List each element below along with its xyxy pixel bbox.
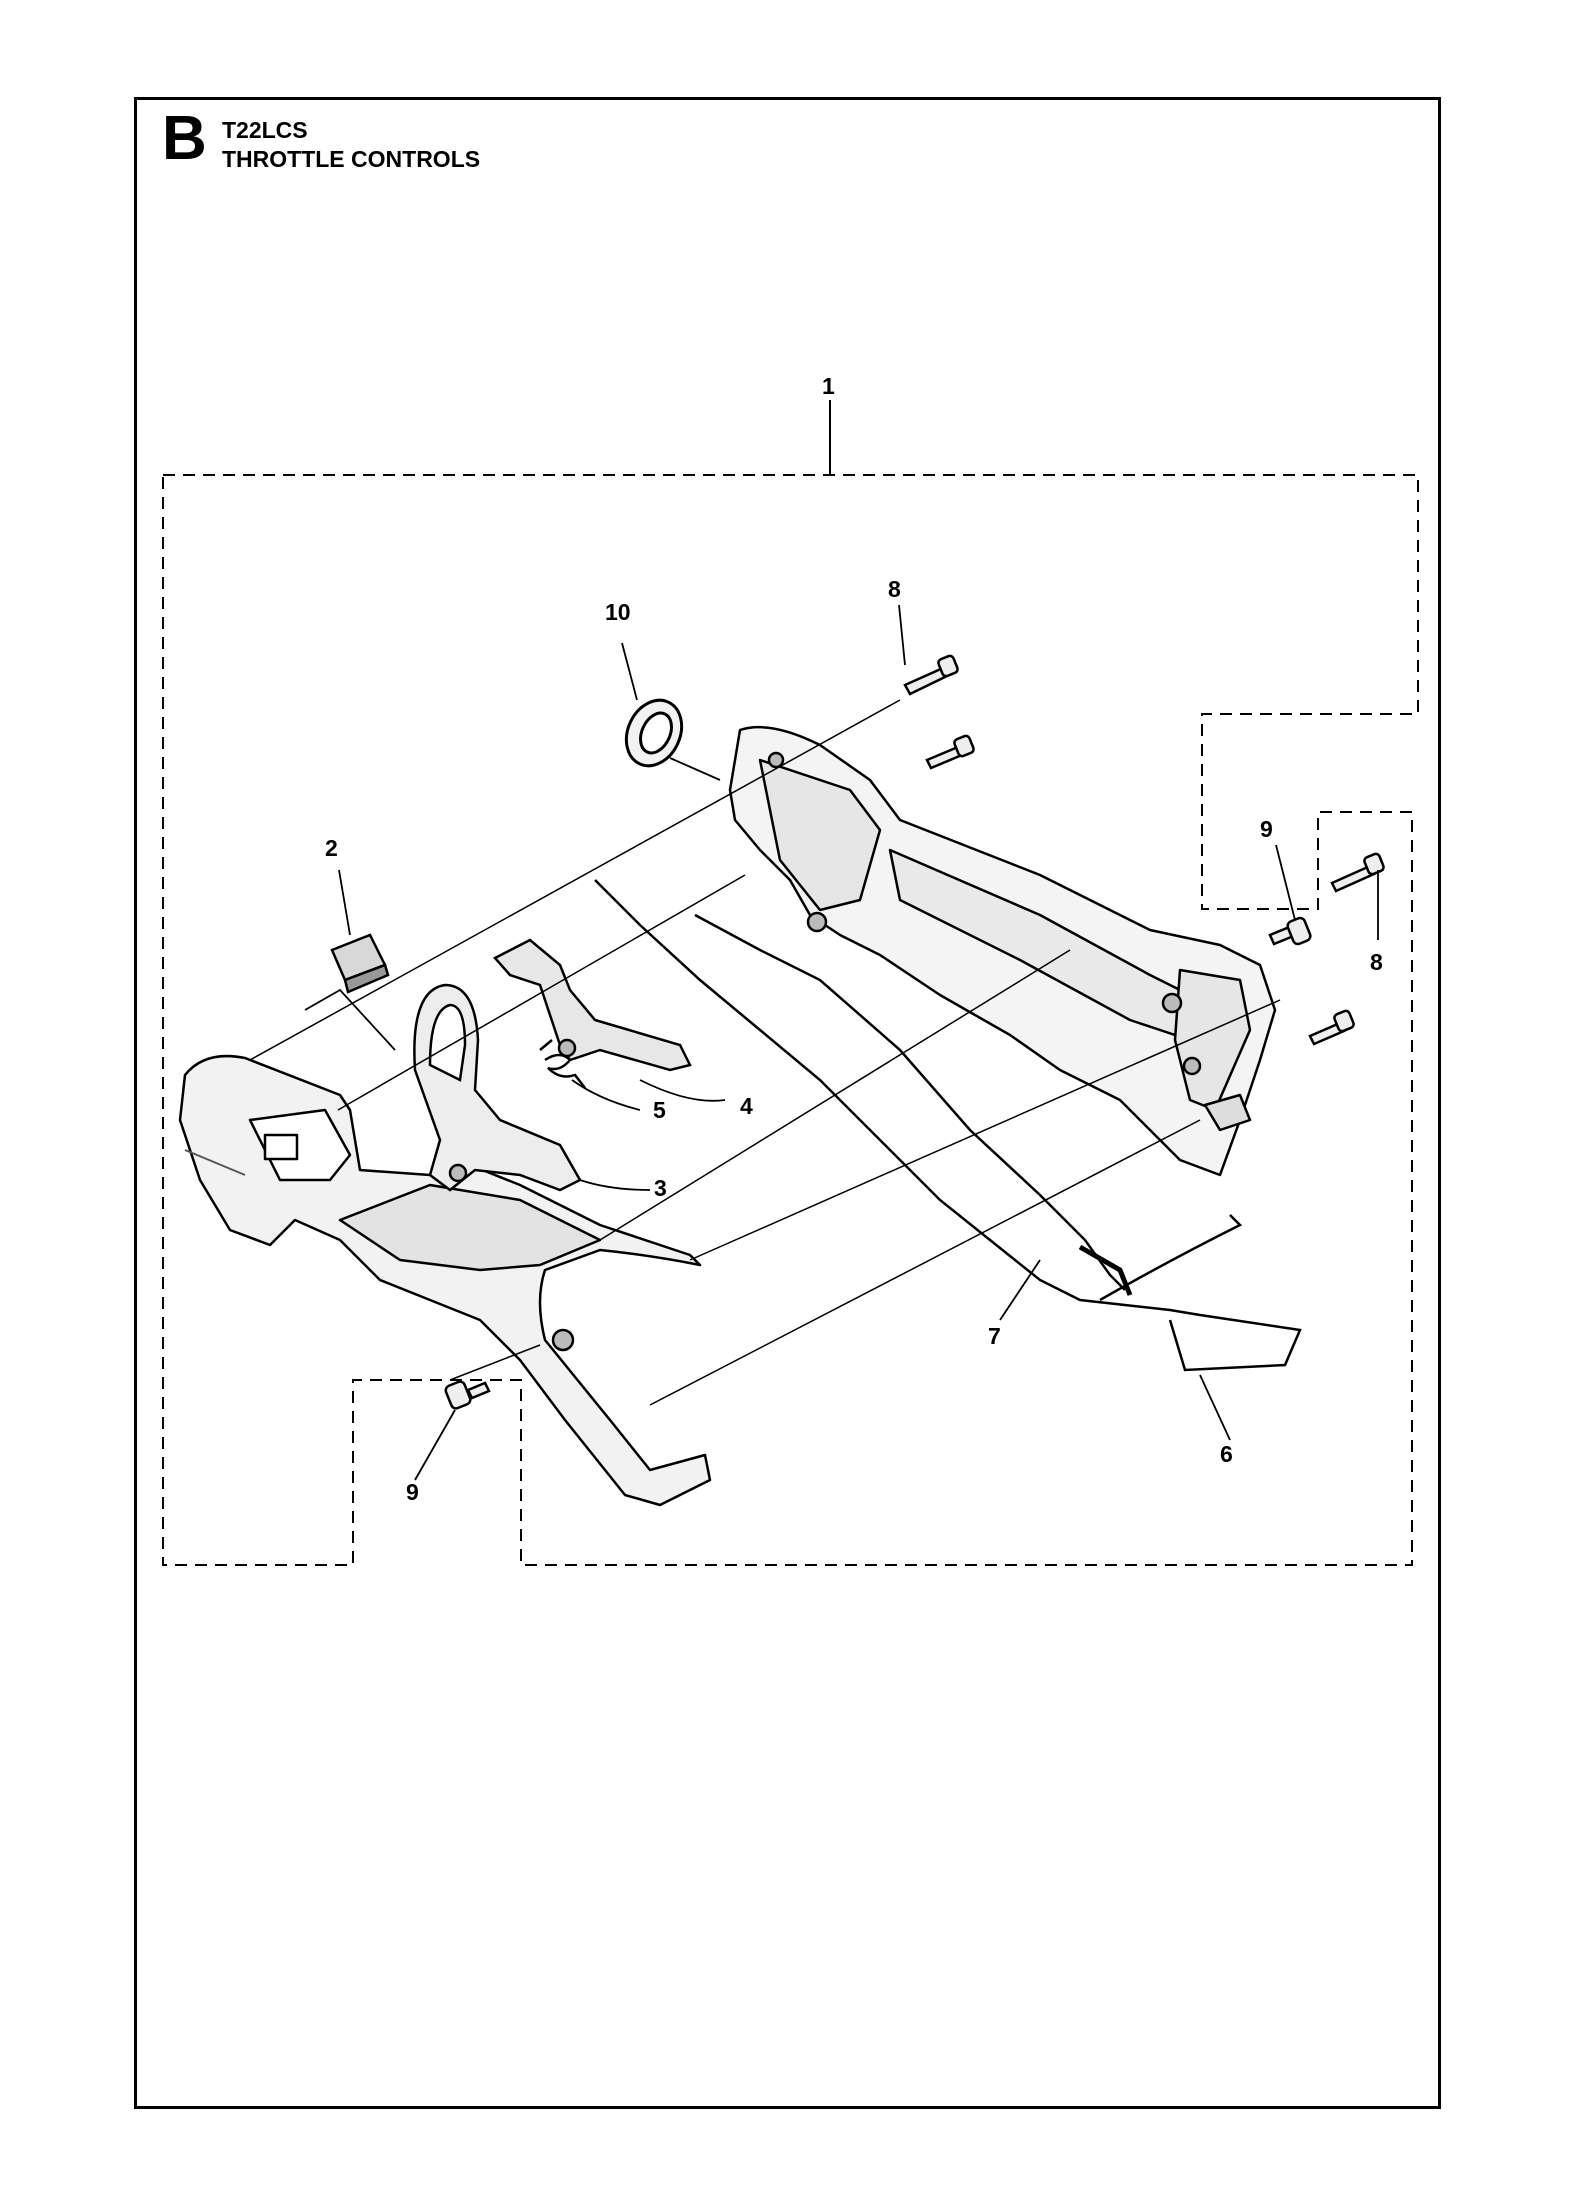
leader-5 xyxy=(571,1079,641,1111)
callout-8a: 8 xyxy=(888,576,901,602)
spring-part xyxy=(539,1039,586,1089)
callout-5: 5 xyxy=(653,1097,666,1123)
page-border xyxy=(134,97,1441,2109)
leader-2 xyxy=(304,869,396,1051)
leader-8a xyxy=(898,604,906,666)
title-block: T22LCS THROTTLE CONTROLS xyxy=(222,116,480,174)
ring-part xyxy=(624,698,684,768)
leader-4 xyxy=(639,1079,726,1102)
callout-8b: 8 xyxy=(1370,949,1383,975)
switch-part xyxy=(330,933,390,994)
throttle-trigger xyxy=(413,983,582,1192)
callout-6: 6 xyxy=(1220,1441,1233,1467)
leader-3 xyxy=(579,1179,651,1191)
front-handle-half xyxy=(178,1054,712,1507)
leader-9a xyxy=(1275,844,1296,921)
callout-3: 3 xyxy=(654,1175,667,1201)
leader-7 xyxy=(999,1259,1041,1321)
callout-4: 4 xyxy=(740,1093,753,1119)
leader-9b xyxy=(414,1409,456,1481)
throttle-cable xyxy=(694,913,1133,1296)
assembly-boundary xyxy=(162,474,1419,1566)
screw-8-right-a xyxy=(1330,852,1385,893)
leader-10 xyxy=(621,642,721,781)
screw-8-top-b xyxy=(925,734,975,770)
screw-9-right xyxy=(1268,916,1312,946)
callout-1: 1 xyxy=(822,373,835,399)
diagram-title: THROTTLE CONTROLS xyxy=(222,146,481,172)
model-name: T22LCS xyxy=(222,117,308,143)
callout-9b: 9 xyxy=(406,1479,419,1505)
lever-part xyxy=(493,938,692,1072)
stop-wire xyxy=(594,879,1302,1372)
callout-9a: 9 xyxy=(1260,816,1273,842)
screw-9-left xyxy=(444,1380,491,1410)
screw-8-right-b xyxy=(1308,1009,1355,1046)
callout-2: 2 xyxy=(325,835,338,861)
rear-handle-half xyxy=(728,725,1277,1177)
section-letter: B xyxy=(162,104,207,173)
callout-10: 10 xyxy=(605,599,631,625)
explosion-lines xyxy=(249,699,1281,1406)
screw-8-top-a xyxy=(903,654,959,696)
callout-7: 7 xyxy=(988,1323,1001,1349)
leader-6 xyxy=(1199,1374,1231,1441)
